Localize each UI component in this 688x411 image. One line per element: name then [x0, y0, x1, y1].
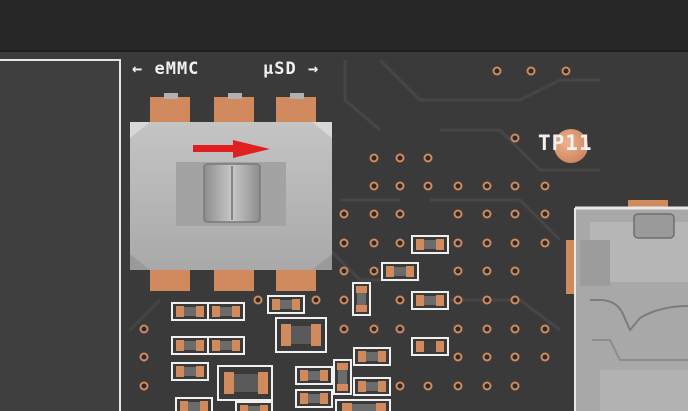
- test-point-label: TP11: [538, 131, 593, 155]
- smd-chip: [171, 362, 209, 381]
- switch-pads: [150, 93, 316, 291]
- smd-chip: [353, 347, 391, 366]
- slide-switch: [130, 122, 332, 270]
- smd-chip: [411, 235, 449, 254]
- emmc-label: ← eMMC: [132, 59, 200, 79]
- smd-chip-large: [275, 317, 327, 353]
- usd-label: µSD →: [263, 59, 320, 79]
- emmc-module-outline: [0, 59, 121, 411]
- smd-chip: [175, 397, 213, 411]
- smd-chip: [353, 377, 391, 396]
- red-arrow-right-icon: [193, 140, 270, 158]
- smd-components: [171, 235, 449, 411]
- emmc-module: [0, 60, 120, 411]
- smd-chip: [381, 262, 419, 281]
- smd-chip: [267, 295, 305, 314]
- microsd-socket: [566, 200, 688, 411]
- smd-chip-large: [217, 365, 273, 401]
- smd-chip: [207, 302, 245, 321]
- smd-chip: [411, 337, 449, 356]
- smd-chip: [295, 389, 333, 408]
- smd-chip-vertical: [352, 282, 371, 316]
- test-point-pad: [554, 129, 588, 163]
- smd-chip: [335, 399, 391, 411]
- smd-chip: [295, 366, 333, 385]
- board-edge: [0, 50, 688, 52]
- smd-chip: [207, 336, 245, 355]
- copper-traces: [128, 58, 600, 332]
- smd-chip-vertical: [333, 359, 352, 395]
- smd-chip: [411, 291, 449, 310]
- vias: [139, 66, 571, 391]
